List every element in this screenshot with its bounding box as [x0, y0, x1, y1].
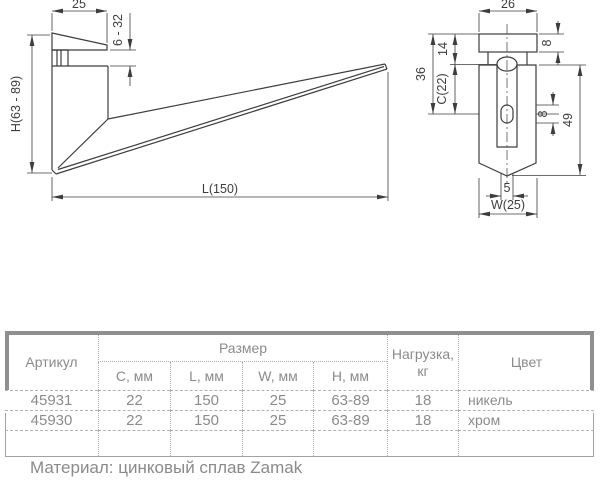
- cell-color: хром: [458, 410, 594, 430]
- table-frame-right: [590, 331, 594, 390]
- empty-cell: [5, 430, 98, 456]
- column-header-w: W, мм: [242, 362, 313, 390]
- dim-label-slot-height: 8: [536, 110, 550, 117]
- table-frame-top: [5, 331, 594, 335]
- cell-color: никель: [458, 390, 594, 410]
- side-view-drawing: 25 6 - 32 H(63 - 89) L(150): [9, 0, 389, 201]
- front-view-drawing: 26 8 14 36 C(22) 8 49 5 W(25): [414, 0, 586, 218]
- cell-l: 150: [170, 390, 242, 410]
- dim-length: [51, 72, 389, 201]
- dim-width: [478, 178, 538, 218]
- empty-cell: [170, 430, 242, 456]
- dim-label-c22: C(22): [435, 73, 449, 104]
- front-view-part: [478, 33, 538, 177]
- dim-label-height: H(63 - 89): [9, 76, 23, 132]
- side-view-part: [51, 32, 388, 175]
- dim-label-49: 49: [561, 113, 575, 127]
- dim-label-width: W(25): [491, 198, 525, 212]
- material-note: Материал: цинковый сплав Zamak: [30, 458, 303, 477]
- cell-h: 63-89: [313, 390, 387, 410]
- dim-label-5: 5: [504, 181, 511, 195]
- column-header-article: Артикул: [25, 354, 78, 371]
- dim-label-36: 36: [414, 67, 428, 81]
- product-spec-table: Артикул Размер C, мм L, мм W, мм H, мм Н…: [5, 331, 594, 457]
- dim-height: [27, 34, 52, 174]
- cell-load: 18: [387, 410, 458, 430]
- dim-label-26: 26: [501, 0, 515, 11]
- dim-26: [478, 8, 538, 32]
- dim-label-head-height: 8: [540, 39, 554, 46]
- dim-label-glass-range: 6 - 32: [111, 14, 125, 46]
- cell-load: 18: [387, 390, 458, 410]
- column-header-l: L, мм: [170, 362, 242, 390]
- cell-l: 150: [170, 410, 242, 430]
- table-grid: Артикул Размер C, мм L, мм W, мм H, мм Н…: [5, 335, 594, 456]
- empty-cell: [458, 430, 594, 456]
- dim-label-14: 14: [436, 42, 450, 56]
- dim-label-length: L(150): [202, 182, 238, 196]
- column-header-color: Цвет: [458, 335, 594, 390]
- table-border-left: [5, 413, 6, 457]
- cell-h: 63-89: [313, 410, 387, 430]
- cell-article: 45930: [5, 410, 98, 430]
- dim-body-height: [512, 64, 586, 176]
- column-header-load: Нагрузка, кг: [387, 335, 458, 390]
- cell-article: 45931: [5, 390, 98, 410]
- cell-c: 22: [98, 390, 170, 410]
- empty-cell: [387, 430, 458, 456]
- table-frame-left: [5, 331, 9, 390]
- column-group-size: Размер: [98, 335, 387, 362]
- bracket-technical-drawing: 25 6 - 32 H(63 - 89) L(150): [9, 0, 586, 218]
- dim-25: [51, 8, 108, 43]
- dim-label-25: 25: [72, 0, 86, 11]
- cell-w: 25: [242, 410, 313, 430]
- empty-cell: [98, 430, 170, 456]
- empty-cell: [313, 430, 387, 456]
- dim-glass-range: [110, 13, 136, 86]
- dim-head-height: [539, 21, 564, 65]
- table-border-bottom: [5, 456, 594, 457]
- table-border-right: [593, 413, 594, 457]
- empty-cell: [242, 430, 313, 456]
- cell-c: 22: [98, 410, 170, 430]
- cell-w: 25: [242, 390, 313, 410]
- column-header-h: H, мм: [313, 362, 387, 390]
- column-header-c: C, мм: [98, 362, 170, 390]
